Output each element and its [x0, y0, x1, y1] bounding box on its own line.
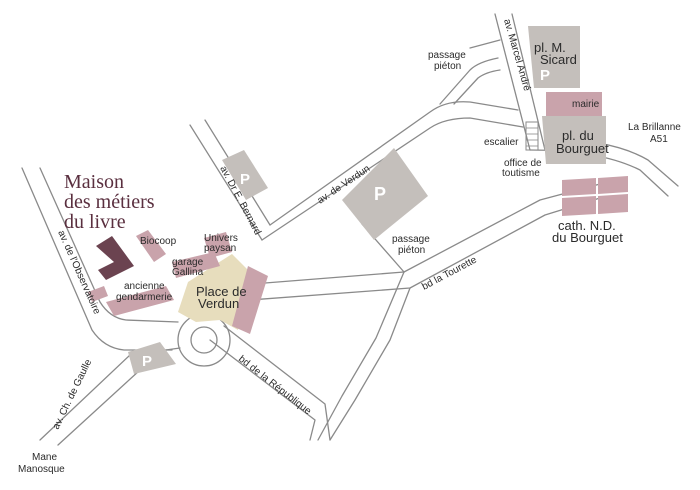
label-univers-2: paysan	[204, 243, 236, 254]
building-biocoop	[136, 230, 166, 262]
parking-sicard	[528, 26, 580, 88]
pl-bourguet-block	[542, 116, 606, 164]
parking-verdun	[342, 148, 428, 240]
parking-label-verdun: P	[374, 184, 386, 204]
label-pl-sicard-2: Sicard	[540, 52, 577, 67]
road-marcel-andre	[494, 13, 531, 151]
building-gendarmerie	[106, 286, 174, 316]
parking-gaulle	[128, 342, 176, 374]
road-republique	[209, 339, 316, 441]
road-marcel-andre-edge	[511, 13, 546, 151]
road-verdun-edge	[269, 101, 519, 226]
direction-manosque-1: Mane	[32, 452, 57, 463]
label-passage-top-1: passage	[428, 50, 466, 61]
building-mairie	[546, 92, 602, 116]
map-title-line2: des métiers	[64, 191, 155, 213]
label-place-verdun-1: Place de	[196, 284, 247, 299]
label-office-2: toutisme	[502, 168, 540, 179]
street-label-observatoire: av. de l'Observatoire	[55, 229, 102, 317]
roundabout-outer	[177, 313, 231, 367]
label-pl-sicard-1: pl. M.	[534, 40, 566, 55]
building-east-3	[562, 196, 596, 216]
parking-areas	[128, 26, 580, 374]
direction-manosque-2: Manosque	[18, 464, 65, 475]
parking-label-sicard: P	[540, 67, 550, 84]
direction-brillanne-1: La Brillanne	[628, 122, 681, 133]
label-pl-bourguet-2: Bourguet	[556, 141, 609, 156]
road-south-east-edge	[317, 271, 405, 441]
label-cathedrale-2: du Bourguet	[552, 230, 623, 245]
parking-bernard	[222, 150, 268, 200]
building-small-west	[88, 286, 108, 302]
road-republique-edge	[223, 325, 331, 441]
label-gendarmerie-1: ancienne	[124, 281, 165, 292]
building-east-2	[598, 176, 628, 194]
road-sicard-link	[469, 39, 501, 49]
label-escalier: escalier	[484, 137, 519, 148]
building-east-4	[598, 194, 628, 214]
label-gendarmerie-2: gendarmerie	[116, 292, 173, 303]
label-biocoop: Biocoop	[140, 236, 177, 247]
buildings	[88, 92, 628, 334]
label-univers-1: Univers	[204, 233, 238, 244]
street-label-tourette: bd la Tourette	[420, 254, 479, 292]
building-garage	[172, 252, 220, 278]
label-cathedrale-1: cath. N.D.	[558, 218, 616, 233]
label-passage-mid-2: piéton	[398, 245, 425, 256]
road-passage-top	[439, 57, 499, 105]
parking-label-gaulle: P	[142, 353, 152, 370]
place-verdun-area	[178, 254, 248, 330]
road-verdun	[261, 117, 524, 241]
road-bernard	[189, 124, 263, 241]
building-univers	[204, 232, 232, 258]
building-verdun-east	[232, 266, 268, 334]
parking-label-bernard: P	[240, 171, 250, 188]
label-office-1: office de	[504, 158, 542, 169]
map-title-line3: du livre	[64, 211, 126, 233]
label-place-verdun-2: Verdun	[198, 296, 239, 311]
stairs-icon	[525, 121, 539, 151]
label-passage-top-2: piéton	[434, 61, 461, 72]
label-garage-1: garage	[172, 257, 204, 268]
label-passage-mid-1: passage	[392, 234, 430, 245]
road-observatoire	[21, 167, 173, 351]
direction-brillanne-2: A51	[650, 134, 668, 145]
label-pl-bourguet-1: pl. du	[562, 128, 594, 143]
roundabout-inner	[190, 326, 218, 354]
label-mairie: mairie	[572, 99, 600, 110]
label-garage-2: Gallina	[172, 267, 204, 278]
building-maison-livre	[96, 236, 134, 280]
road-observatoire-edge	[39, 167, 179, 323]
road-passage-top-edge	[453, 69, 501, 105]
road-south-east	[329, 287, 411, 441]
map-title-line1: Maison	[64, 171, 124, 193]
building-east-1	[562, 178, 596, 196]
